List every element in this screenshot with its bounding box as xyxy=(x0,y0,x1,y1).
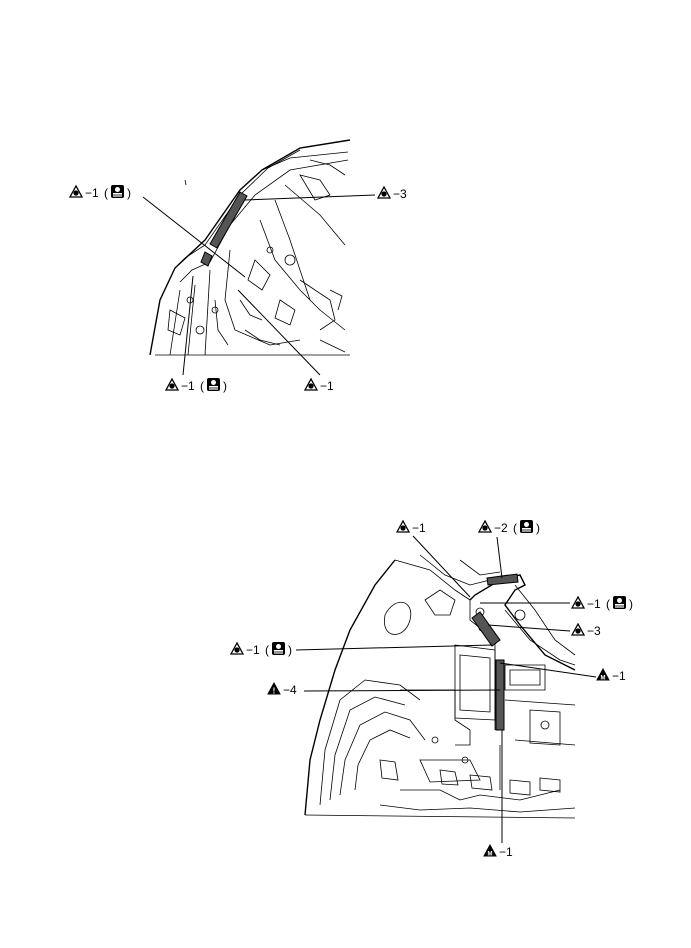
label-text: −1 xyxy=(412,521,426,535)
bottom-label-sealer-m-1-right: −1 xyxy=(596,668,626,683)
sealer-m-triangle-icon xyxy=(483,844,497,858)
top-label-sealer-1-brush-lower: −1 ( ) xyxy=(165,378,227,393)
bottom-figure: −1 −2 ( ) −1 ( ) −3 −1 ( ) − xyxy=(230,520,633,859)
sealer-type-triangle-icon xyxy=(165,378,179,391)
brush-tool-icon xyxy=(272,642,285,655)
top-label-sealer-1-brush-upper: −1 ( ) xyxy=(69,185,131,200)
brush-tool-icon xyxy=(613,596,626,609)
bottom-label-sealer-1-brush-left: −1 ( ) xyxy=(230,642,292,657)
svg-text:): ) xyxy=(288,643,292,657)
sealer-m-triangle-icon xyxy=(596,668,610,682)
sealer-type-triangle-icon xyxy=(377,186,391,199)
sealer-type-triangle-icon xyxy=(304,378,318,391)
bottom-label-sealer-excl-4: −4 xyxy=(267,682,297,697)
label-text: −1 xyxy=(587,597,601,611)
svg-text:): ) xyxy=(536,521,540,535)
svg-text:): ) xyxy=(127,186,131,200)
label-text: −1 xyxy=(85,186,99,200)
label-text: −1 xyxy=(499,845,513,859)
label-text: −3 xyxy=(587,624,601,638)
sealer-type-triangle-icon xyxy=(230,642,244,655)
bottom-sealer-top-cap xyxy=(486,573,519,586)
bottom-sealer-vertical xyxy=(495,659,505,731)
svg-text:): ) xyxy=(223,379,227,393)
bottom-label-sealer-2-brush: −2 ( ) xyxy=(478,520,540,535)
top-car-body-outline xyxy=(149,139,351,356)
bottom-car-body-outline xyxy=(304,554,576,819)
top-label-sealer-1: −1 xyxy=(304,378,334,393)
label-text: −4 xyxy=(283,683,297,697)
label-text: −1 xyxy=(246,643,260,657)
brush-tool-icon xyxy=(207,378,220,391)
top-label-sealer-3: −3 xyxy=(377,186,407,201)
svg-text:): ) xyxy=(629,597,633,611)
sealer-type-triangle-icon xyxy=(571,596,585,609)
bottom-label-sealer-1-top: −1 xyxy=(396,520,426,535)
svg-text:(: ( xyxy=(265,643,269,657)
brush-tool-icon xyxy=(111,185,124,198)
top-sealer-joint xyxy=(200,251,213,267)
top-sealer-strip xyxy=(209,191,248,249)
sealer-type-triangle-icon xyxy=(69,185,83,198)
sealer-type-triangle-icon xyxy=(571,623,585,636)
sealer-type-triangle-icon xyxy=(396,520,410,533)
bottom-sealer-diagonal xyxy=(471,611,501,647)
bottom-label-sealer-3: −3 xyxy=(571,623,601,638)
brush-tool-icon xyxy=(520,520,533,533)
label-text: −3 xyxy=(393,187,407,201)
svg-text:(: ( xyxy=(513,521,517,535)
svg-text:(: ( xyxy=(200,379,204,393)
svg-text:(: ( xyxy=(104,186,108,200)
label-text: −1 xyxy=(612,669,626,683)
sealer-type-triangle-icon xyxy=(478,520,492,533)
sealer-exclamation-triangle-icon xyxy=(267,682,281,696)
svg-text:(: ( xyxy=(606,597,610,611)
bottom-label-sealer-1-brush-right: −1 ( ) xyxy=(571,596,633,611)
label-text: −2 xyxy=(494,521,508,535)
bottom-label-sealer-m-1-bottom: −1 xyxy=(483,844,513,859)
label-text: −1 xyxy=(320,379,334,393)
top-figure: −1 ( ) −3 −1 ( ) −1 xyxy=(69,139,407,393)
label-text: −1 xyxy=(181,379,195,393)
